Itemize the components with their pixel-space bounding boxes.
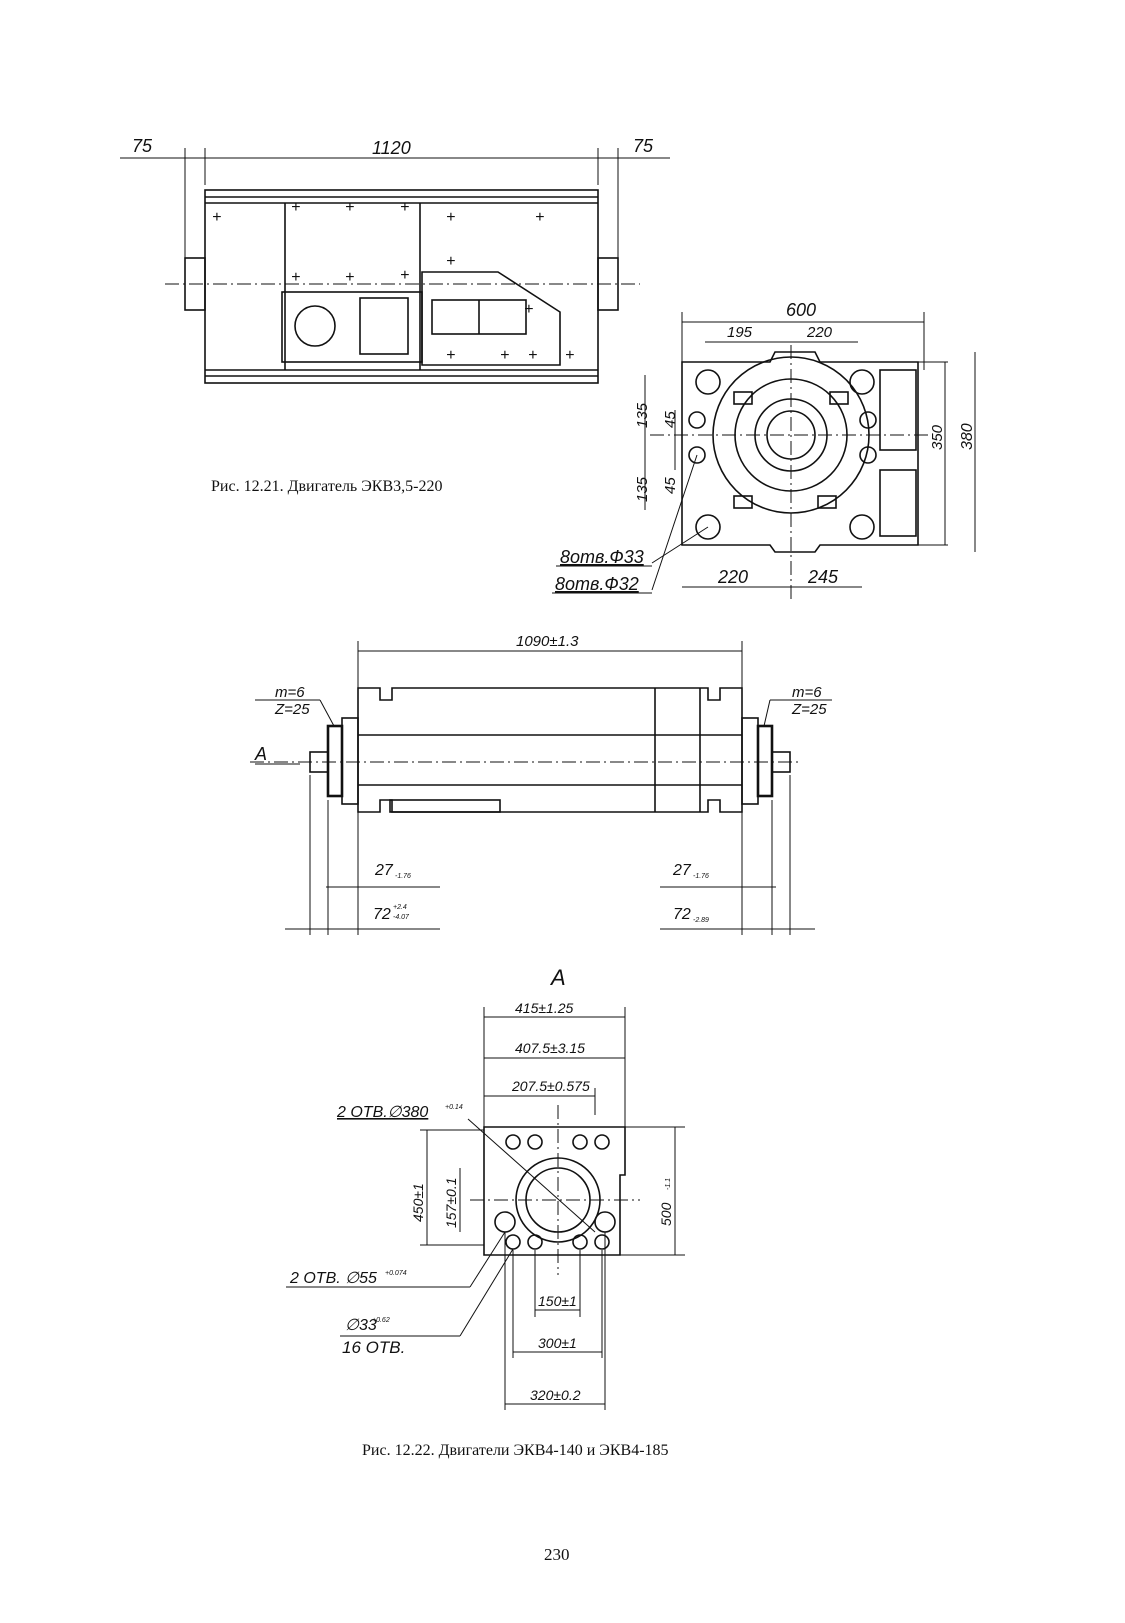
- fig2-dim-207: 207.5±0.575: [511, 1078, 590, 1094]
- fig2-view-a: A 415±1.25 407.5±3.15 207.5±0.575 2 ОТВ.…: [286, 965, 685, 1410]
- fig2-z-left: Z=25: [274, 701, 310, 718]
- fig1-holes-33: 8отв.Ф33: [560, 547, 644, 567]
- svg-text:+: +: [446, 347, 455, 364]
- fig2-dim-72-right: 72: [673, 906, 691, 923]
- fig2-dim-72-left-tol-up: +2.4: [393, 904, 407, 911]
- fig2-view-arrow: A: [254, 744, 267, 764]
- fig1-dim-width: 600: [786, 300, 816, 320]
- fig1-dim-135-a: 135: [634, 402, 651, 428]
- svg-text:+: +: [291, 199, 300, 216]
- fig2-z-right: Z=25: [791, 701, 827, 718]
- fig2-dim-72-left: 72: [373, 906, 391, 923]
- svg-text:+: +: [535, 209, 544, 226]
- svg-text:+: +: [524, 301, 533, 318]
- svg-text:+: +: [291, 269, 300, 286]
- fig1-side-view: 75 1120 75 + + + + + + + + + + + + + + +: [120, 136, 670, 384]
- fig1-holes-32: 8отв.Ф32: [555, 574, 639, 594]
- fig1-dim-135-b: 135: [634, 476, 651, 502]
- svg-text:+: +: [500, 347, 509, 364]
- fig2-dim-27-left: 27: [374, 862, 394, 879]
- fig1-dim-right-offset: 75: [633, 136, 654, 156]
- page-number: 230: [544, 1545, 570, 1564]
- fig2-side-view: 1090±1.3 A m=6 Z=25 m=6 Z=25 27: [250, 633, 832, 935]
- fig1-dim-45-b: 45: [662, 477, 679, 494]
- fig1-dim-350: 350: [929, 424, 946, 450]
- svg-text:+: +: [400, 267, 409, 284]
- fig2-holes-380-tol: +0.14: [445, 1104, 463, 1111]
- fig2-dim-72-left-tol-down: -4.07: [393, 914, 410, 921]
- fig2-m-right: m=6: [792, 684, 822, 701]
- fig2-dim-407: 407.5±3.15: [515, 1040, 585, 1056]
- svg-text:+: +: [565, 347, 574, 364]
- fig2-holes-380: 2 ОТВ.∅380: [336, 1104, 428, 1121]
- fig1-caption: Рис. 12.21. Двигатель ЭКВ3,5-220: [211, 478, 443, 495]
- fig1-dim-245: 245: [807, 567, 839, 587]
- fig2-holes-33-tol: +0.62: [372, 1317, 390, 1324]
- fig1-dim-left-offset: 75: [132, 136, 153, 156]
- fig2-dim-157: 157±0.1: [443, 1177, 459, 1228]
- fig2-dim-length: 1090±1.3: [516, 633, 579, 650]
- fig2-m-left: m=6: [275, 684, 305, 701]
- fig2-dim-27-right-tol: -1.76: [693, 873, 709, 880]
- fig2-holes-33: ∅33: [345, 1317, 377, 1334]
- svg-text:+: +: [446, 253, 455, 270]
- svg-text:+: +: [345, 199, 354, 216]
- svg-text:+: +: [212, 209, 221, 226]
- fig1-dim-220-bottom: 220: [717, 567, 748, 587]
- svg-text:+: +: [528, 347, 537, 364]
- fig2-dim-500: 500: [658, 1202, 674, 1226]
- fig1-end-view: 600 195 220 135 45 135 45 350: [552, 300, 976, 600]
- fig2-holes-55-tol: +0.074: [385, 1270, 407, 1277]
- fig1-dim-length: 1120: [372, 138, 411, 158]
- fig2-caption: Рис. 12.22. Двигатели ЭКВ4-140 и ЭКВ4-18…: [362, 1442, 669, 1459]
- svg-text:+: +: [446, 209, 455, 226]
- fig1-dim-220-top: 220: [806, 324, 833, 341]
- fig1-dim-45-a: 45: [662, 411, 679, 428]
- svg-text:+: +: [400, 199, 409, 216]
- fig2-dim-300: 300±1: [538, 1335, 577, 1351]
- fig2-holes-55: 2 ОТВ. ∅55: [289, 1270, 377, 1287]
- fig2-dim-150: 150±1: [538, 1293, 577, 1309]
- svg-text:+: +: [345, 269, 354, 286]
- fig2-holes-33-count: 16 ОТВ.: [342, 1338, 405, 1357]
- fig2-dim-320: 320±0.2: [530, 1387, 581, 1403]
- fig2-dim-72-right-tol: -2.89: [693, 917, 709, 924]
- fig1-dim-195: 195: [727, 324, 753, 341]
- fig2-dim-450: 450±1: [410, 1183, 426, 1222]
- fig2-dim-415: 415±1.25: [515, 1000, 574, 1016]
- fig2-dim-27-left-tol: -1.76: [395, 873, 411, 880]
- fig2-view-title: A: [549, 965, 566, 990]
- fig2-dim-500-tol: -1.1: [665, 1178, 672, 1190]
- fig2-dim-27-right: 27: [672, 862, 692, 879]
- fig1-dim-380: 380: [959, 423, 976, 450]
